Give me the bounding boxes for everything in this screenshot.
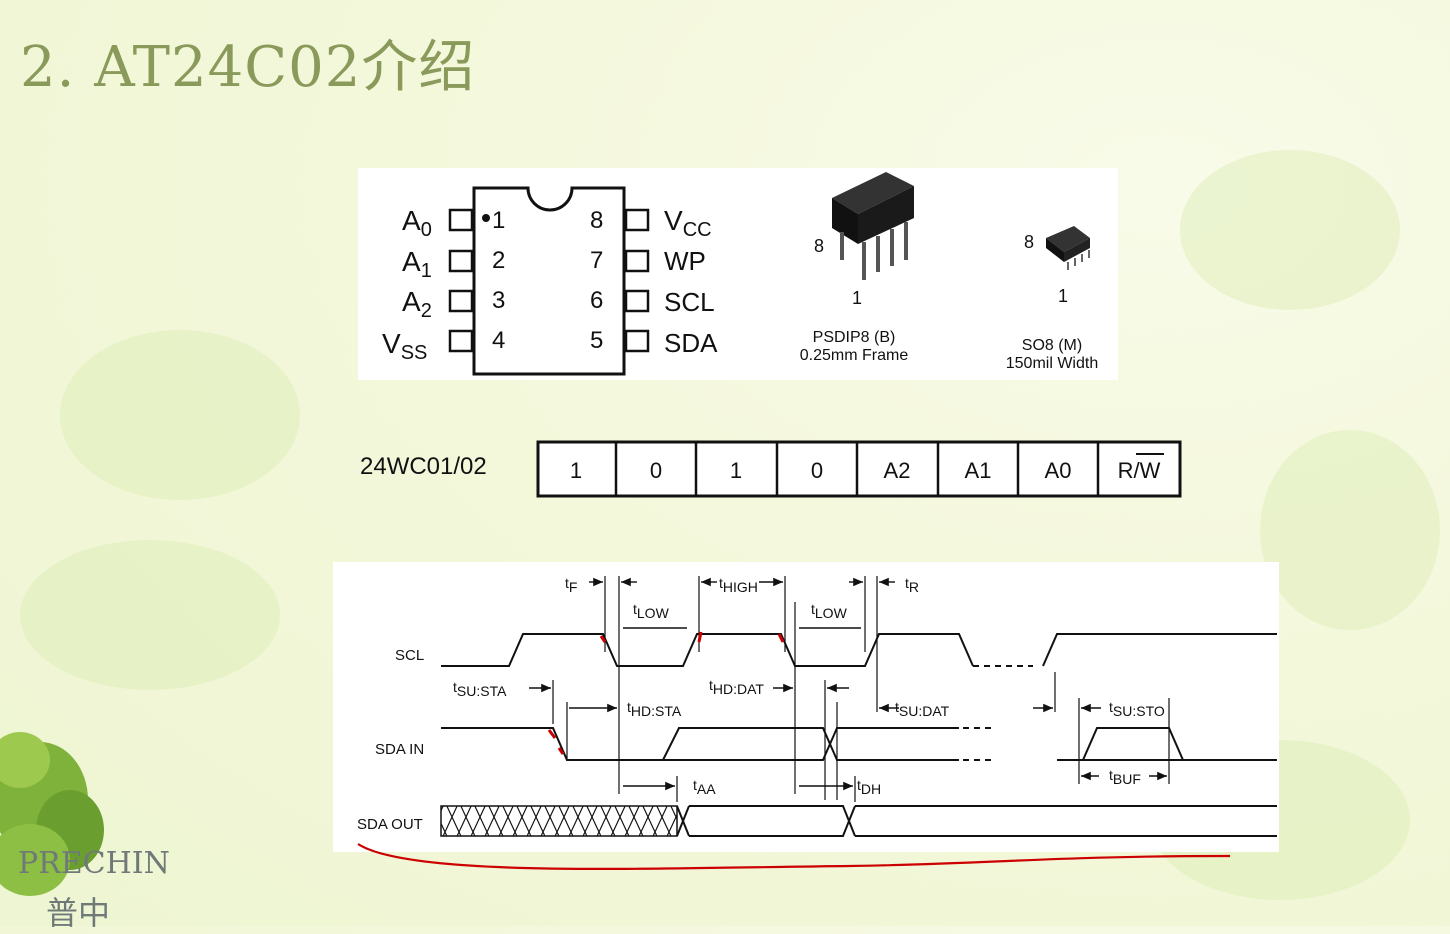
red-annotation-marks: [547, 631, 785, 755]
sda-in-stop: [1057, 727, 1277, 761]
dip-package-name: PSDIP8 (B): [813, 329, 896, 346]
dip-pin8-label: 8: [814, 236, 824, 256]
sda-out-waveform: [676, 805, 1277, 837]
pin-label-vcc: VCC: [664, 205, 712, 241]
dip-package-image: [832, 172, 914, 280]
pin-number-6: 6: [590, 287, 603, 314]
label-tsusta: tSU:STA: [453, 679, 507, 699]
address-bit-a2: A2: [884, 458, 911, 483]
address-byte-frame: [536, 440, 1182, 498]
dip-package-desc: 0.25mm Frame: [800, 347, 909, 364]
ic-body: [472, 186, 626, 376]
so-pin8-label: 8: [1024, 232, 1034, 252]
pin-label-wp: WP: [664, 246, 706, 276]
label-thdsta: tHD:STA: [627, 699, 682, 719]
pin-number-5: 5: [590, 327, 603, 354]
red-underline-annotation: [357, 843, 1231, 871]
signal-sda-out: SDA OUT: [357, 816, 423, 833]
pin-label-a1: A1: [402, 246, 432, 282]
sda-in-high: [567, 727, 959, 761]
pin-number-8: 8: [590, 207, 603, 234]
pin-number-1: 1: [492, 207, 505, 234]
label-tlow-2: tLOW: [811, 601, 848, 621]
timing-guides: [552, 576, 1170, 802]
label-tlow-1: tLOW: [633, 601, 670, 621]
pin-label-a0: A0: [402, 205, 432, 241]
address-byte-diagram: 24WC01/02 1 0 1 0 A2 A1 A0 R/W: [360, 440, 1182, 498]
pin-number-2: 2: [492, 247, 505, 274]
address-bit-7: 1: [570, 458, 582, 483]
label-tf: tF: [565, 575, 577, 595]
so-package-name: SO8 (M): [1022, 337, 1082, 354]
brand-name: PRECHIN: [18, 846, 170, 881]
scl-waveform-end: [1042, 633, 1277, 667]
label-thddat: tHD:DAT: [709, 677, 764, 697]
label-tsusto: tSU:STO: [1109, 699, 1165, 719]
label-tr: tR: [905, 575, 919, 595]
pin1-dot: [482, 214, 490, 222]
right-pin-boxes: [624, 208, 650, 353]
pin-label-vss: VSS: [382, 328, 427, 364]
tree-decoration: [0, 732, 104, 896]
dip-pin1-label: 1: [852, 288, 862, 308]
timing-diagram-panel: SCL SDA IN SDA OUT: [333, 562, 1279, 852]
pin-label-sda: SDA: [664, 328, 718, 358]
slide-title: 2. AT24C02介绍: [20, 35, 476, 100]
label-tsudat: tSU:DAT: [895, 699, 950, 719]
label-taa: tAA: [693, 777, 716, 797]
device-label: 24WC01/02: [360, 453, 487, 480]
so-package-desc: 150mil Width: [1006, 355, 1098, 372]
address-bit-a0: A0: [1045, 458, 1072, 483]
scl-waveform: [441, 633, 974, 667]
timing-diagram: SCL SDA IN SDA OUT: [357, 575, 1277, 837]
label-tbuf: tBUF: [1109, 767, 1141, 787]
sda-in-dashed: [963, 727, 995, 761]
pin-label-scl: SCL: [664, 287, 715, 317]
address-bit-a1: A1: [965, 458, 992, 483]
pin-label-a2: A2: [402, 286, 432, 322]
pin-number-4: 4: [492, 327, 505, 354]
brand-name-cn: 普中: [46, 894, 111, 932]
sda-in-low: [441, 727, 959, 761]
address-bit-rw: R/W: [1118, 458, 1161, 483]
left-pin-boxes: [448, 208, 474, 353]
label-thigh: tHIGH: [719, 575, 758, 595]
label-tdh: tDH: [857, 777, 881, 797]
signal-sda-in: SDA IN: [375, 741, 424, 758]
address-byte-panel: 24WC01/02 1 0 1 0 A2 A1 A0 R/W: [350, 438, 1190, 502]
pinout-panel: A0 A1 A2 VSS 1 2 3 4 8 7 6 5 VCC WP SCL …: [358, 168, 1118, 380]
sda-out-undefined: [440, 805, 678, 837]
address-bit-4: 0: [811, 458, 823, 483]
so-package-image: [1046, 226, 1090, 270]
pin-number-3: 3: [492, 287, 505, 314]
address-bit-6: 0: [650, 458, 662, 483]
pinout-diagram: A0 A1 A2 VSS 1 2 3 4 8 7 6 5 VCC WP SCL …: [382, 172, 1098, 376]
address-bit-5: 1: [730, 458, 742, 483]
so-pin1-label: 1: [1058, 286, 1068, 306]
signal-scl: SCL: [395, 647, 424, 664]
timing-arrows: [529, 577, 1167, 791]
pin-number-7: 7: [590, 247, 603, 274]
